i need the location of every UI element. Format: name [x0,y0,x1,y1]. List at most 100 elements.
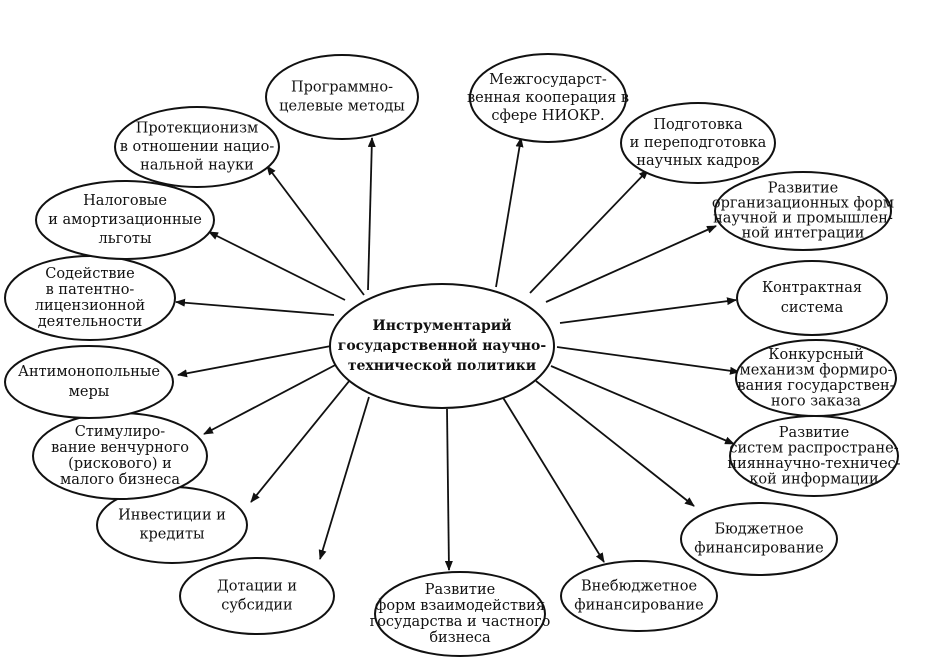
arrow-to-venchurnyi [203,361,342,435]
node-ellipse [35,180,215,260]
node-label-line: лицензионной [35,298,145,314]
node-label-line: Контрактная [762,280,862,296]
node-ellipse [179,557,335,635]
arrow-to-nalogovye [208,231,346,301]
arrow-to-byudzhetnoe [535,380,695,507]
node-label-line: и амортизационные [48,212,202,228]
arrow-to-vnebyudzhetnoe [501,395,605,563]
arrow-to-kontraktnaya [559,297,737,324]
node-label-line: организационных форм [712,196,894,212]
node-label-line: государства и частного [370,614,551,630]
node-label-line: система [781,300,844,316]
node-label-line: (рискового) и [68,456,172,472]
arrow-to-podgotovka-kadrov [529,169,649,294]
node-nalogovye: Налоговые и амортизационные льготы [35,180,215,260]
node-label-line: в отношении нацио- [120,139,275,155]
arrow-to-konkursnyi [556,346,740,375]
node-label-line: вания государствен- [737,378,894,394]
node-label-line: механизм формиро- [739,362,892,378]
arrow-to-antimonopolnye [177,345,332,378]
node-protektsionizm: Протекционизм в отношении нацио-нальной н… [114,106,280,188]
node-label-line: финансирование [574,598,704,614]
node-ellipse [265,54,419,140]
node-label-line: льготы [99,231,152,247]
node-label-line: Развитие [768,181,838,197]
node-programmno-tselevye: Программно-целевые методы [265,54,419,140]
center-ellipse [329,283,555,409]
node-label-line: ной интеграции [742,226,865,242]
node-kontraktnaya: Контрактная система [736,260,888,336]
arrow-to-mezhgosudarstvennaya [495,137,524,288]
node-label-line: в патентно- [46,282,135,298]
node-label-line: научной и промышлен- [713,211,893,227]
node-ellipse [729,415,899,497]
node-label-line: Внебюджетное [581,579,697,595]
node-label-line: Развитие [425,582,495,598]
node-label-line: малого бизнеса [60,472,180,488]
node-label-line: субсидии [221,598,292,614]
node-label-line: Конкурсный [768,347,863,363]
arrow-to-rasprostranenie [550,365,735,445]
node-label-line: ного заказа [771,393,861,409]
arrow-to-patentno [175,298,335,316]
node-label-line: меры [69,384,110,400]
arrow-to-vzaimodeistvie [444,408,453,571]
connector-arrows [175,137,740,571]
center-label-line: Инструментарий [372,317,511,334]
node-label-line: и переподготовка [630,135,767,151]
node-label-line: систем распростране- [729,440,898,456]
arrow-to-protektsionizm [266,165,365,296]
node-group: Программно-целевые методы Межгосударст-ве… [4,53,901,657]
node-label-line: деятельности [38,314,143,330]
node-ellipse [560,560,718,632]
node-label-line: Инвестиции и [118,508,226,524]
node-vnebyudzhetnoe: Внебюджетное финансирование [560,560,718,632]
node-ellipse [620,102,776,184]
node-label-line: финансирование [694,541,824,557]
node-mezhgosudarstvennaya: Межгосударст-венная кооперация в сфере НИ… [467,53,629,143]
node-label-line: Стимулиро- [75,424,165,440]
node-ellipse [736,260,888,336]
node-label-line: Налоговые [83,193,167,209]
node-venchurnyi: Стимулиро-вание венчурного(рискового) им… [32,412,208,500]
arrow-to-programmno-tselevye [367,137,376,291]
center-label-line: технической политики [348,357,536,374]
arrow-to-razvitie-integratsii [545,225,717,303]
node-label-line: Протекционизм [136,121,259,137]
node-ellipse [374,571,546,657]
center-label-line: государственной научно- [338,337,547,354]
arrow-to-investitsii [250,379,351,503]
node-label-line: Дотации и [217,579,297,595]
node-label-line: Программно- [291,80,393,96]
node-dotatsii: Дотации и субсидии [179,557,335,635]
arrow-to-dotatsii [318,396,370,560]
node-label-line: Подготовка [653,117,743,133]
node-antimonopolnye: Антимонопольные меры [4,345,174,419]
node-label-line: бизнеса [429,630,491,646]
node-label-line: Антимонопольные [18,364,160,380]
node-ellipse [4,345,174,419]
node-label-line: целевые методы [279,99,405,115]
node-label-line: сфере НИОКР. [491,108,604,124]
node-ellipse [114,106,280,188]
node-label-line: нальной науки [140,158,254,174]
node-label-line: Межгосударст- [489,72,607,88]
node-label-line: Бюджетное [714,522,803,538]
node-label-line: кой информации [749,471,878,487]
node-label-line: Содействие [45,266,135,282]
node-label-line: венная кооперация в [467,90,629,106]
node-label-line: Развитие [779,425,849,441]
center-node: Инструментарий государственной научно-тех… [329,283,555,409]
node-label-line: форм взаимодействия [375,598,545,614]
node-ellipse [680,502,838,576]
node-ellipse [714,171,892,251]
node-byudzhetnoe: Бюджетное финансирование [680,502,838,576]
node-label-line: вание венчурного [51,440,189,456]
